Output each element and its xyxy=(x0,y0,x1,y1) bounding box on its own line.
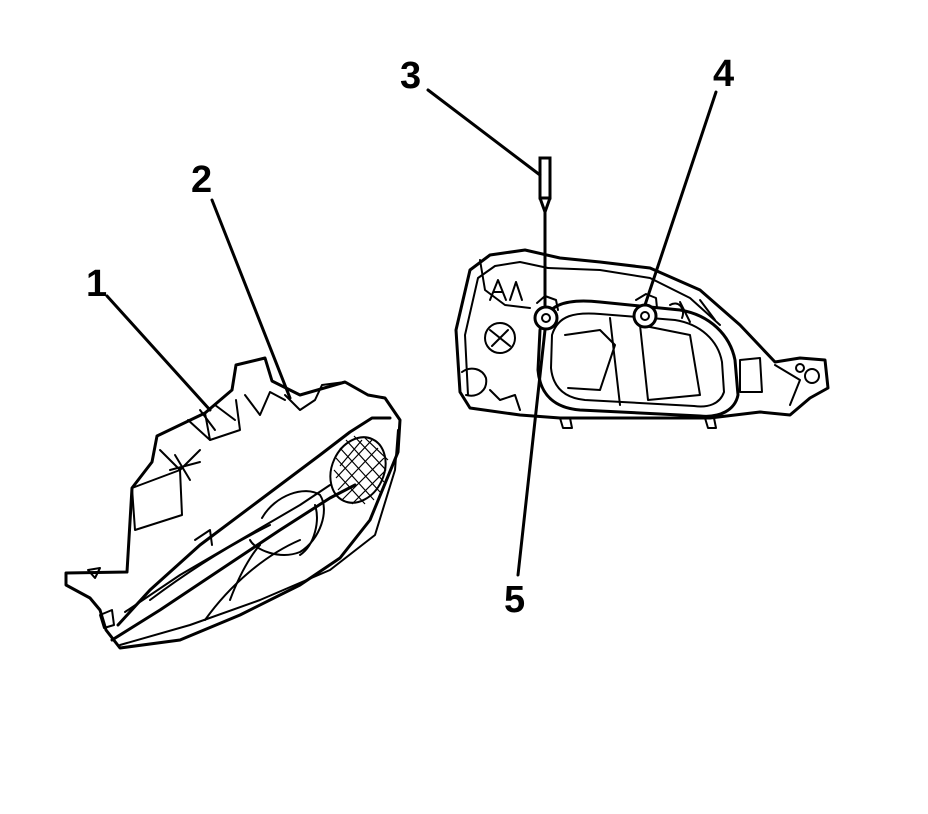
callout-5: 5 xyxy=(504,579,525,621)
leader-1 xyxy=(105,294,212,412)
leader-3 xyxy=(426,88,542,177)
headlamp-rear-view xyxy=(454,248,830,429)
adjuster-screw-4 xyxy=(632,293,684,329)
leader-4 xyxy=(643,90,718,307)
leader-2 xyxy=(210,198,292,400)
callout-2: 2 xyxy=(191,159,212,201)
adjusting-tool xyxy=(538,156,552,307)
callout-3: 3 xyxy=(400,55,421,97)
callout-labels: 1 2 3 4 5 xyxy=(86,53,734,621)
lamp-grille xyxy=(329,435,389,505)
callout-4: 4 xyxy=(713,53,734,95)
headlamp-left-view xyxy=(64,356,402,650)
leader-lines xyxy=(105,88,718,577)
leader-5 xyxy=(516,328,547,577)
callout-1: 1 xyxy=(86,263,107,305)
